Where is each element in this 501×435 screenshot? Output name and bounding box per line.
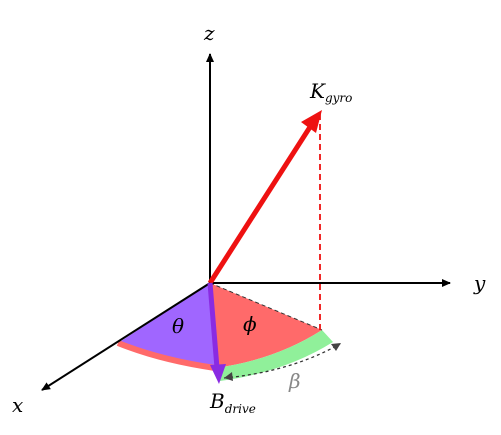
- k-gyro-label: Kgyro: [309, 79, 352, 105]
- theta-label: θ: [172, 314, 184, 338]
- beta-dashed-arc: [223, 343, 341, 379]
- b-drive-arrowhead: [210, 364, 226, 384]
- phi-sector: [210, 283, 322, 368]
- beta-arrowhead-left: [224, 372, 233, 381]
- phi-dashed-edge: [209, 282, 323, 331]
- x-axis: [41, 282, 211, 391]
- beta-band: [215, 330, 333, 381]
- b-drive-label: Bdrive: [209, 389, 256, 416]
- k-gyro-arrowhead: [301, 110, 322, 133]
- y-axis-label: y: [473, 271, 486, 295]
- b-drive-vector: [207, 282, 220, 369]
- x-axis-label: x: [12, 393, 23, 417]
- beta-label: β: [288, 369, 301, 393]
- z-axis-label: z: [203, 21, 215, 45]
- beta-arrowhead-right: [331, 343, 341, 351]
- k-gyro-vector: [207, 125, 313, 285]
- theta-arc-rim: [116, 340, 216, 371]
- phi-label: ϕ: [243, 312, 257, 336]
- theta-sector: [118, 283, 215, 368]
